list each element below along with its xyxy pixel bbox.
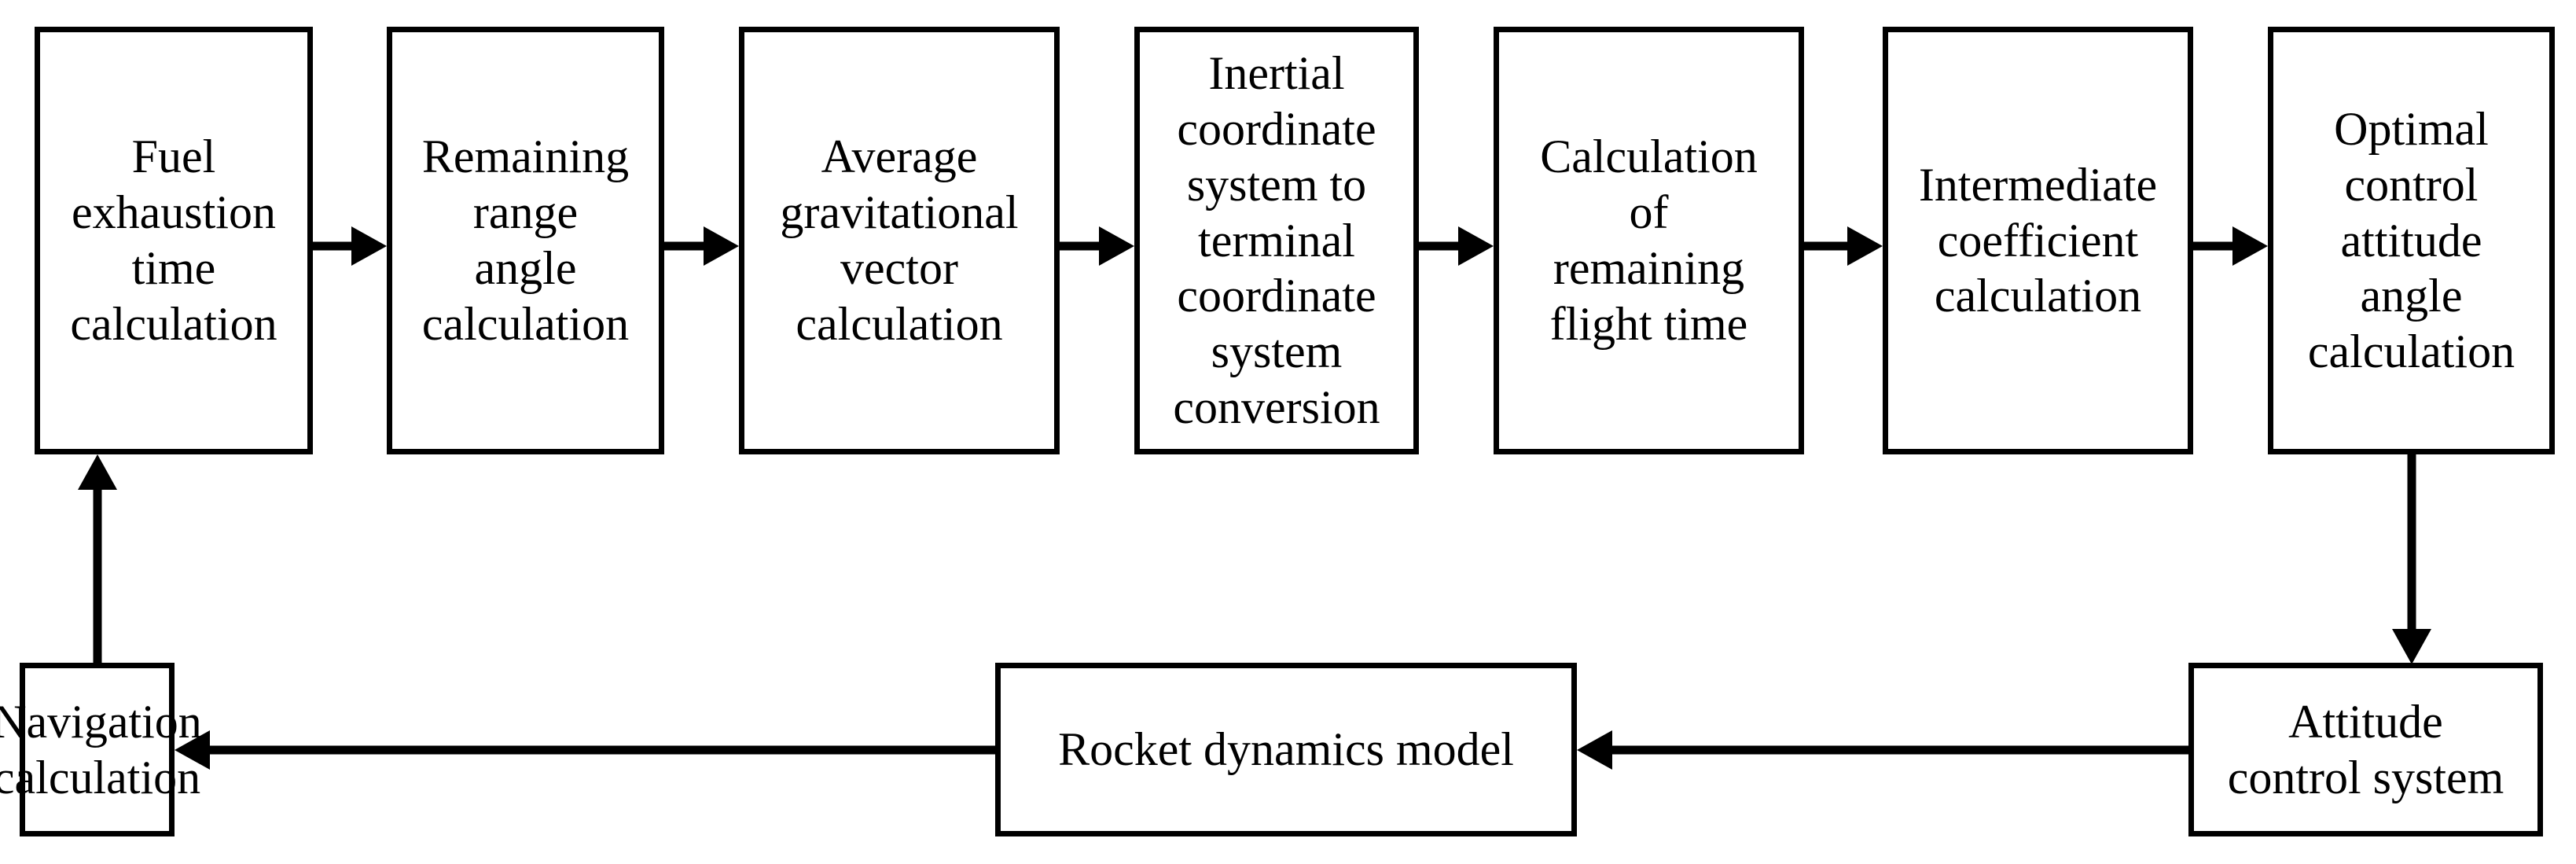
node-calculation-of-remaining-flight-time[interactable] [1494,27,1804,454]
edge-navigation-to-fuel [78,454,117,663]
edge-flighttime-to-intermediate [1804,226,1883,266]
node-inertial-to-terminal-coordinate-conversion[interactable] [1134,27,1419,454]
edge-fuel-to-remaining [313,226,387,266]
node-navigation-calculation[interactable] [20,663,175,836]
node-attitude-control-system[interactable] [2188,663,2543,836]
node-rocket-dynamics-model[interactable] [995,663,1577,836]
node-intermediate-coefficient-calculation[interactable] [1883,27,2193,454]
edge-intermediate-to-optimal [2193,226,2268,266]
node-fuel-exhaustion-time-calculation[interactable] [35,27,313,454]
edge-attitude-to-rocket [1577,730,2188,770]
edge-inertial-to-flighttime [1419,226,1494,266]
node-optimal-control-attitude-angle-calculation[interactable] [2268,27,2555,454]
edge-average-to-inertial [1060,226,1134,266]
node-remaining-range-angle-calculation[interactable] [387,27,664,454]
edge-rocket-to-navigation [175,730,995,770]
edge-optimal-to-attitude [2392,454,2431,664]
node-average-gravitational-vector-calculation[interactable] [739,27,1060,454]
edge-remaining-to-average [664,226,739,266]
